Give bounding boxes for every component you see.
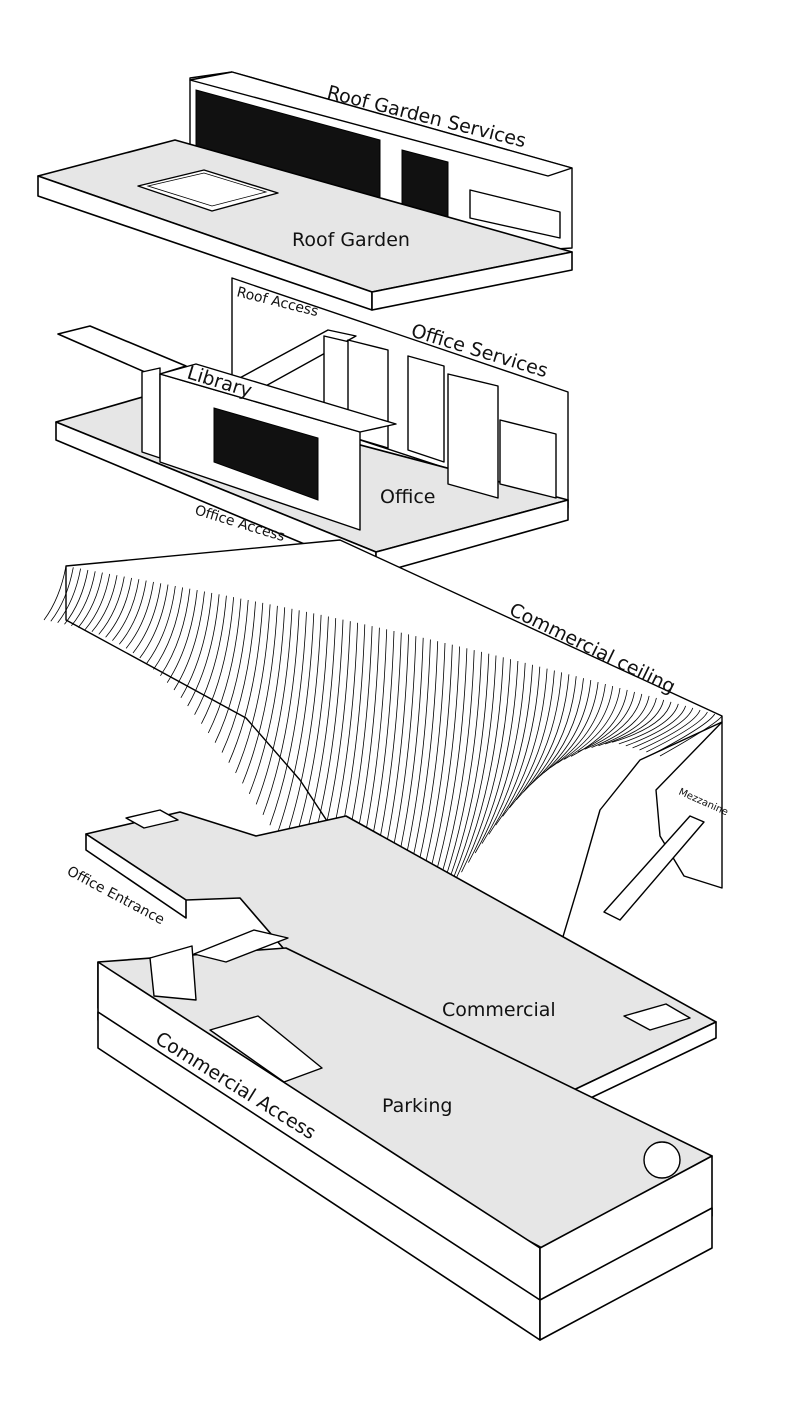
ceiling-rib bbox=[529, 678, 584, 786]
ceiling-rib bbox=[71, 571, 96, 627]
roof-garden-skylight-inner bbox=[146, 172, 268, 207]
ceiling-rib bbox=[139, 584, 169, 659]
ceiling-rib bbox=[50, 567, 74, 622]
spiral-stair bbox=[643, 1141, 681, 1179]
commercial-access-ramp bbox=[209, 1015, 323, 1083]
ceiling-rib bbox=[625, 705, 686, 747]
label-parking: Parking bbox=[382, 1095, 452, 1117]
office-entrance-wall bbox=[149, 945, 197, 1001]
ceiling-rib bbox=[166, 590, 198, 683]
ceiling-rib bbox=[509, 672, 562, 809]
roof-garden-slab-side bbox=[371, 251, 573, 311]
ceiling-rib bbox=[653, 713, 716, 755]
ceiling-rib bbox=[550, 683, 606, 768]
ceiling-rib bbox=[125, 581, 154, 649]
commercial-opening bbox=[623, 1003, 691, 1031]
ceiling-rib bbox=[598, 697, 657, 747]
ceiling-rib bbox=[187, 594, 220, 707]
ceiling-rib bbox=[57, 568, 81, 623]
ceiling-rib bbox=[255, 608, 293, 805]
ceiling-rib bbox=[269, 611, 307, 826]
ceiling-rib bbox=[262, 610, 300, 816]
ceiling-rib bbox=[91, 575, 118, 633]
commercial-slab-left bbox=[85, 833, 187, 919]
ceiling-rib bbox=[618, 703, 679, 745]
ceiling-rib bbox=[447, 655, 497, 892]
roof-services-canopy bbox=[189, 71, 573, 177]
ceiling-rib bbox=[242, 605, 278, 784]
roof-services-cabinet bbox=[469, 189, 561, 239]
ceiling-rib bbox=[77, 572, 103, 628]
office-service-block-3 bbox=[407, 355, 445, 463]
ceiling-rib bbox=[248, 607, 286, 795]
ceiling-rib bbox=[474, 662, 526, 854]
library-block-top bbox=[159, 363, 397, 433]
ceiling-rib bbox=[646, 711, 708, 753]
ceiling-rib bbox=[564, 687, 621, 760]
office-entrance-stair bbox=[193, 929, 289, 963]
roof-garden-level bbox=[37, 71, 573, 311]
office-service-counter bbox=[499, 419, 557, 499]
ceiling-rib bbox=[461, 659, 511, 873]
parking-base-side bbox=[539, 1207, 713, 1341]
ceiling-rib bbox=[632, 707, 694, 749]
ceiling-rib bbox=[153, 587, 183, 670]
ceiling-rib bbox=[557, 685, 614, 764]
mezzanine-stair bbox=[603, 815, 705, 921]
ceiling-rib bbox=[194, 595, 227, 715]
ceiling-rib bbox=[488, 666, 541, 835]
ceiling-rib bbox=[454, 657, 504, 882]
ceiling-rib bbox=[132, 583, 162, 654]
ceiling-rib bbox=[283, 614, 322, 846]
ceiling-rib bbox=[536, 680, 592, 780]
ceiling-rib bbox=[105, 577, 132, 638]
ceiling-rib bbox=[481, 664, 533, 844]
ceiling-rib bbox=[228, 602, 264, 763]
office-level bbox=[55, 277, 569, 575]
ceiling-rib bbox=[659, 715, 723, 757]
label-office: Office bbox=[380, 486, 435, 508]
ceiling-rib bbox=[98, 576, 125, 635]
library-shelving-grid bbox=[213, 407, 319, 501]
office-bookcase bbox=[141, 367, 161, 459]
parking-level bbox=[97, 929, 713, 1341]
ceiling-rib bbox=[577, 691, 635, 753]
ceiling-rib bbox=[118, 580, 147, 645]
office-upper-shelf bbox=[57, 325, 187, 377]
office-service-block-4 bbox=[447, 373, 499, 499]
ceiling-rib bbox=[43, 565, 67, 621]
ceiling-rib bbox=[276, 613, 315, 836]
ceiling-rib bbox=[516, 674, 570, 801]
ceiling-rib bbox=[112, 579, 140, 641]
ceiling-rib bbox=[639, 709, 701, 751]
ceiling-rib bbox=[591, 695, 650, 748]
label-roof-garden: Roof Garden bbox=[292, 229, 410, 251]
ceiling-rib bbox=[468, 660, 519, 863]
ceiling-rib bbox=[584, 693, 643, 750]
ceiling-rib bbox=[173, 591, 205, 691]
ceiling-rib bbox=[235, 604, 271, 774]
ceiling-rib bbox=[64, 569, 89, 625]
ceiling-rib bbox=[522, 676, 577, 793]
commercial-vent-box bbox=[125, 809, 179, 829]
ceiling-rib bbox=[221, 601, 256, 753]
ceiling-rib bbox=[495, 668, 548, 826]
ceiling-rib bbox=[201, 597, 234, 724]
ceiling-rib bbox=[207, 598, 242, 734]
ceiling-rib bbox=[84, 573, 111, 630]
ceiling-rib bbox=[160, 588, 191, 677]
ceiling-rib bbox=[543, 682, 599, 774]
ceiling-rib bbox=[611, 701, 672, 743]
ceiling-rib bbox=[502, 670, 555, 817]
label-commercial: Commercial bbox=[442, 999, 556, 1021]
ceiling-rib bbox=[605, 699, 665, 745]
ceiling-rib bbox=[214, 599, 249, 743]
commercial-ceiling bbox=[43, 539, 723, 969]
ceiling-rib bbox=[146, 585, 176, 664]
ceiling-rib bbox=[180, 592, 213, 699]
